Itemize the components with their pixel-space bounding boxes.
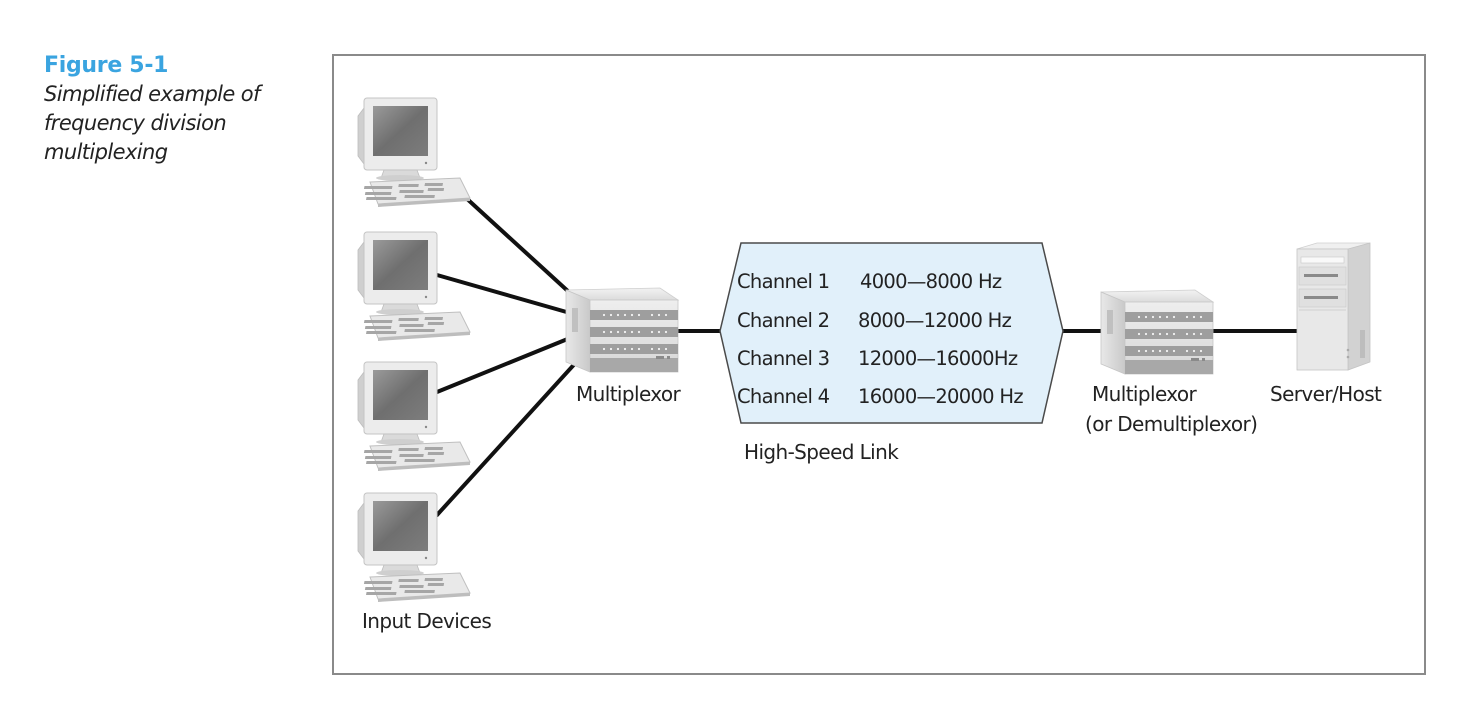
channel-2-name: Channel 2 [737,309,829,332]
channel-2-range: 8000—12000 Hz [858,309,1012,332]
computer-icon-4 [357,492,471,603]
multiplexor-label: Multiplexor [576,382,682,406]
multiplexor-icon [565,287,679,373]
channel-1-name: Channel 1 [737,270,829,293]
diagram-frame [332,54,1426,675]
high-speed-link-label: High-Speed Link [744,440,899,464]
caption-line-2: frequency division [44,111,227,135]
figure-number: Figure 5-1 [44,53,169,78]
channel-1-range: 4000—8000 Hz [860,270,1002,293]
demultiplexor-icon [1100,289,1214,375]
channel-3-range: 12000—16000Hz [858,347,1018,370]
demultiplexor-label-line2: (or Demultiplexor) [1085,412,1257,436]
connection-line-2 [435,273,572,315]
channel-4-name: Channel 4 [737,385,830,408]
channel-3-name: Channel 3 [737,347,829,370]
computer-icon-3 [357,361,471,472]
connection-line-4 [435,356,582,517]
connection-line-1 [463,195,572,295]
channel-list: Channel 1 4000—8000 Hz Channel 2 8000—12… [737,270,1024,408]
server-host-label: Server/Host [1270,382,1382,406]
demultiplexor-label-line1: Multiplexor [1092,382,1198,406]
channel-4-range: 16000—20000 Hz [858,385,1023,408]
computer-icon-2 [357,231,471,342]
computer-icon-1 [357,97,471,208]
connection-line-3 [435,336,572,394]
server-tower-icon [1296,242,1371,371]
connection-lines [435,195,1300,517]
input-devices-label: Input Devices [362,609,491,633]
caption-line-1: Simplified example of [44,82,260,106]
figure-caption: Figure 5-1 Simplified example of frequen… [44,52,314,167]
high-speed-link-box [719,242,1064,424]
caption-line-3: multiplexing [44,140,168,164]
